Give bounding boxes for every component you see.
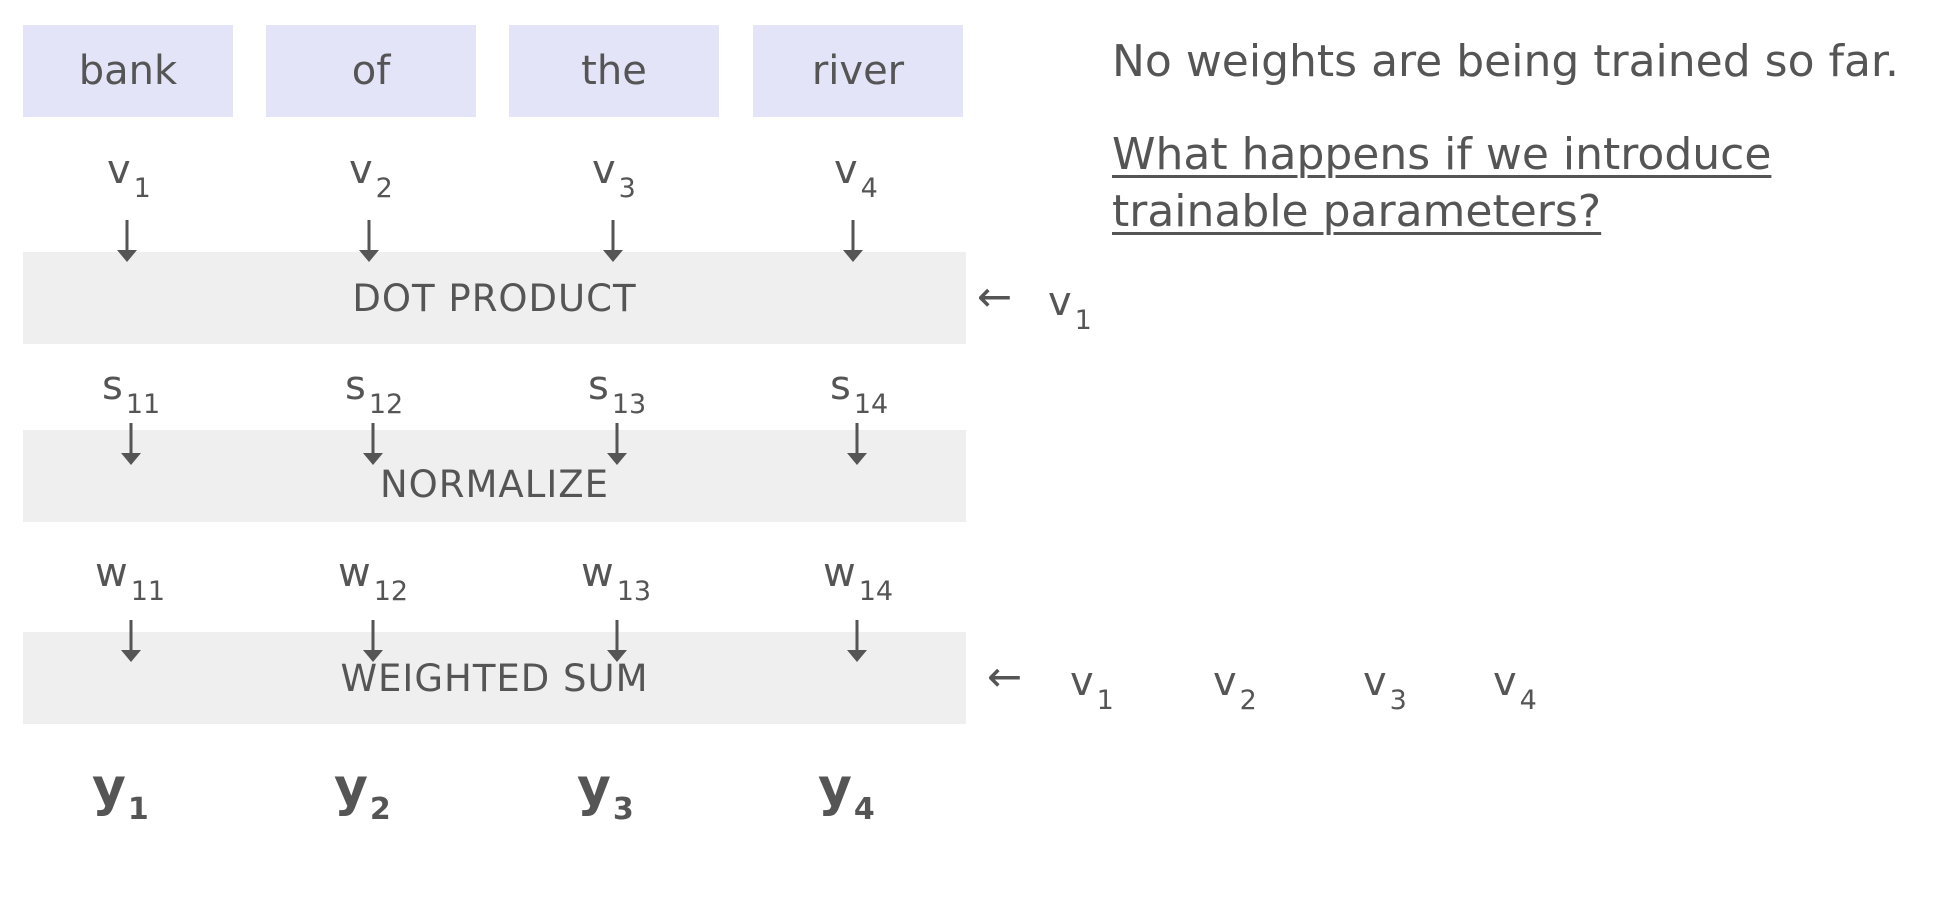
token-of: of: [266, 25, 476, 117]
output-vector: y1: [92, 758, 149, 827]
token-bank: bank: [23, 25, 233, 117]
output-vector: y4: [818, 758, 875, 827]
note-statement: No weights are being trained so far.: [1112, 36, 1899, 87]
down-arrow-icon: [847, 423, 867, 465]
token-the: the: [509, 25, 719, 117]
left-arrow-icon: ←: [987, 652, 1023, 701]
note-question-link[interactable]: What happens if we introduce trainable p…: [1112, 129, 1772, 237]
dot-product-label: DOT PRODUCT: [352, 276, 637, 320]
weighted-sum-label: WEIGHTED SUM: [340, 656, 649, 700]
down-arrow-icon: [363, 620, 383, 662]
normalize-label: NORMALIZE: [380, 462, 609, 506]
down-arrow-icon: [117, 220, 137, 262]
down-arrow-icon: [363, 423, 383, 465]
token-river: river: [753, 25, 963, 117]
down-arrow-icon: [359, 220, 379, 262]
down-arrow-icon: [607, 620, 627, 662]
normalize-stage: NORMALIZE: [23, 430, 966, 522]
down-arrow-icon: [607, 423, 627, 465]
down-arrow-icon: [121, 423, 141, 465]
down-arrow-icon: [603, 220, 623, 262]
output-vector: y3: [577, 758, 634, 827]
dot-product-stage: DOT PRODUCT: [23, 252, 966, 344]
down-arrow-icon: [843, 220, 863, 262]
weighted-sum-stage: WEIGHTED SUM: [23, 632, 966, 724]
output-vector: y2: [334, 758, 391, 827]
down-arrow-icon: [121, 620, 141, 662]
down-arrow-icon: [847, 620, 867, 662]
left-arrow-icon: ←: [977, 272, 1013, 321]
